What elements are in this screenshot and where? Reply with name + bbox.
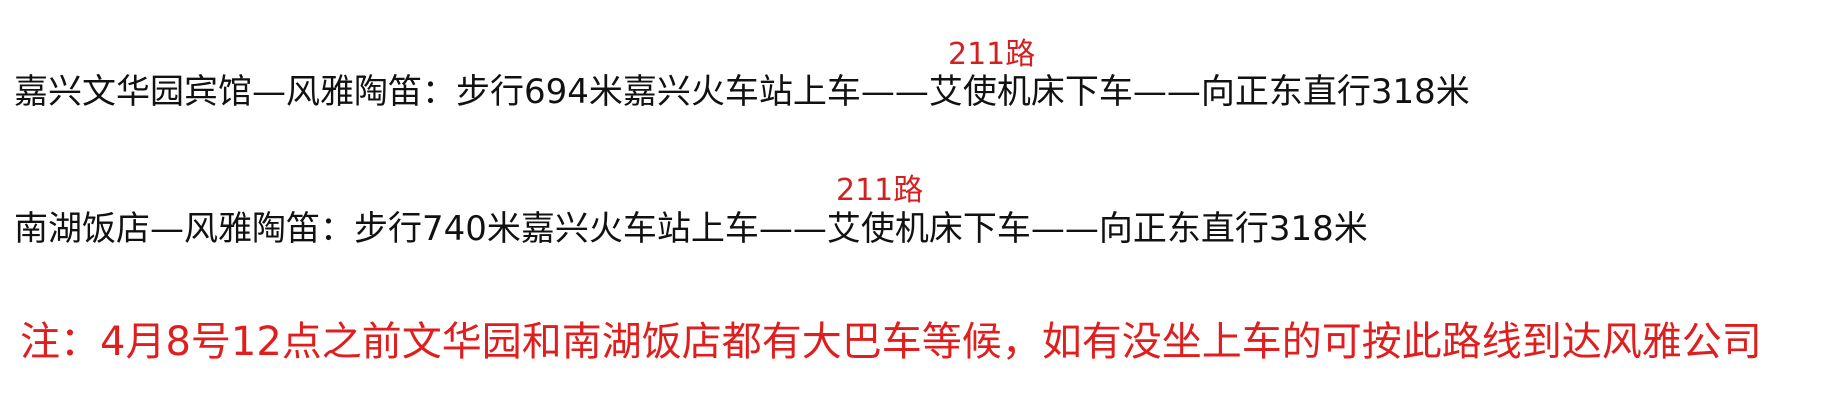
route-2-bus-number: 211路 bbox=[836, 173, 924, 208]
shuttle-note: 注：4月8号12点之前文华园和南湖饭店都有大巴车等候，如有没坐上车的可按此路线到… bbox=[20, 319, 1762, 365]
route-2-directions: 南湖饭店—风雅陶笛：步行740米嘉兴火车站上车——艾使机床下车——向正东直行31… bbox=[14, 209, 1368, 249]
route-1-directions: 嘉兴文华园宾馆—风雅陶笛：步行694米嘉兴火车站上车——艾使机床下车——向正东直… bbox=[14, 72, 1470, 112]
route-1-bus-number: 211路 bbox=[948, 37, 1036, 72]
